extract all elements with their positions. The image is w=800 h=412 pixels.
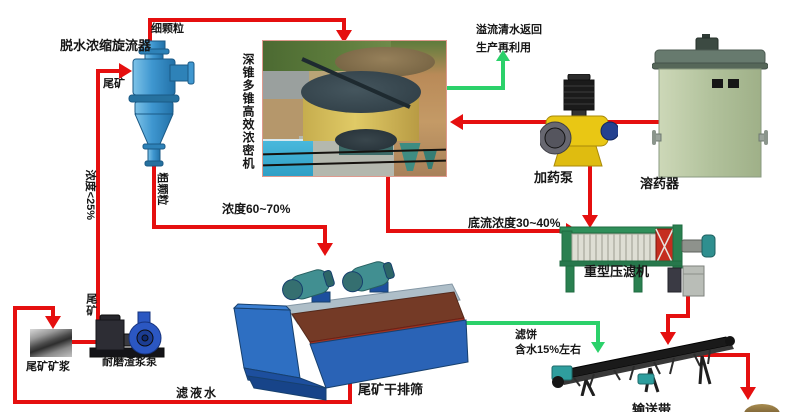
feed-concentration-label: 浓度<25% (83, 169, 96, 221)
thickener-label: 深锥多锥高效浓密机 (241, 53, 255, 170)
dewatering-screen-image (232, 261, 469, 401)
main-tank-top (301, 71, 421, 113)
flow-line-filtrate-left (13, 306, 17, 404)
dosing-pump-image (540, 74, 618, 167)
flow-line-filtrate-from-screen (348, 383, 352, 404)
arrow-product-onto-conveyor (591, 342, 605, 353)
flow-line-dissolver-to-pump (600, 120, 662, 124)
filter-press-image (559, 224, 716, 297)
underflow-concentration-label: 底流浓度30~40% (468, 216, 561, 230)
arrow-into-thickener (336, 30, 352, 43)
belt-conveyor-image (551, 336, 735, 396)
flow-line-overflow-top (148, 18, 346, 22)
slurry-pump-label: 耐磨渣浆泵 (102, 356, 157, 368)
arrow-onto-slurry-photo (45, 316, 61, 329)
flow-line-slurry-to-pump (68, 340, 98, 344)
feed-tailings-label: 尾矿 (103, 78, 125, 90)
flow-line-overflow-water-up (501, 59, 505, 90)
arrow-into-screen (317, 243, 333, 256)
flow-line-cake-vertical2 (666, 314, 670, 334)
dissolver-label: 溶药器 (640, 176, 680, 191)
flow-line-pump-to-thickener (462, 120, 546, 124)
belt-conveyor-label: 输送带 (632, 402, 672, 412)
thickener-photo (262, 40, 447, 177)
tailings-slurry-photo (30, 329, 72, 357)
flow-line-cake-horizontal (666, 314, 690, 318)
flow-line-coarse-down (323, 225, 327, 245)
flow-line-screen-product (460, 321, 600, 325)
coarse-particles-label: 粗颗粒 (155, 172, 168, 206)
flow-line-conveyor-out-horizontal (696, 353, 750, 357)
filter-cake-label-1: 滤饼 (515, 329, 537, 341)
flow-line-feed-horizontal (96, 69, 121, 73)
filter-press-label: 重型压滤机 (584, 264, 650, 279)
flow-line-overflow-water-horizontal (445, 86, 503, 90)
fine-particles-label: 细颗粒 (151, 23, 184, 35)
flow-line-feed-vertical (96, 69, 100, 325)
flow-line-cake-vertical1 (686, 283, 690, 316)
arrow-onto-tailings-pile (740, 387, 756, 400)
overflow-return-label-1: 溢流清水返回 (476, 24, 542, 36)
filtrate-water-label: 滤液水 (176, 386, 219, 400)
screen-feed-concentration-label: 浓度60~70% (222, 202, 291, 216)
small-tank-top (335, 129, 397, 151)
arrow-dose-into-thickener (450, 114, 463, 130)
flow-line-filtrate-top (13, 306, 55, 310)
tailings-pile-image (744, 404, 780, 412)
filter-cake-label-2: 含水15%左右 (515, 344, 582, 356)
arrow-overflow-return (496, 50, 510, 61)
slurry-pump-image (89, 311, 165, 358)
tailings-vertical-label: 尾矿 (84, 293, 97, 317)
arrow-feed-into-cyclone (119, 63, 132, 79)
dewatering-screen-label: 尾矿干排筛 (358, 382, 424, 397)
flow-line-coarse-horizontal (152, 225, 327, 229)
tailings-slurry-label: 尾矿矿浆 (26, 361, 70, 373)
hydrocyclone-image (128, 40, 195, 167)
flow-line-conveyor-out-vertical (746, 353, 750, 389)
dosing-pump-label: 加药泵 (534, 170, 574, 185)
arrow-dose-into-press (582, 215, 598, 228)
flow-line-underflow-vertical (386, 175, 390, 233)
flow-line-pump-down (588, 166, 592, 217)
flow-line-coarse-vertical (152, 163, 156, 229)
photo-water-pool (263, 139, 313, 176)
flow-line-filtrate-down (51, 306, 55, 318)
flow-line-underflow-horizontal (386, 229, 568, 233)
flow-line-screen-product-down (596, 321, 600, 344)
flow-line-filtrate-bottom (13, 400, 352, 404)
flow-line-overflow-down (342, 18, 346, 32)
flow-line-overflow-up (148, 18, 152, 52)
dissolver-tank-image (652, 34, 768, 178)
arrow-cake-onto-conveyor (660, 332, 676, 345)
cyclone-label: 脱水浓缩旋流器 (60, 38, 152, 53)
overflow-return-label-2: 生产再利用 (476, 42, 531, 54)
